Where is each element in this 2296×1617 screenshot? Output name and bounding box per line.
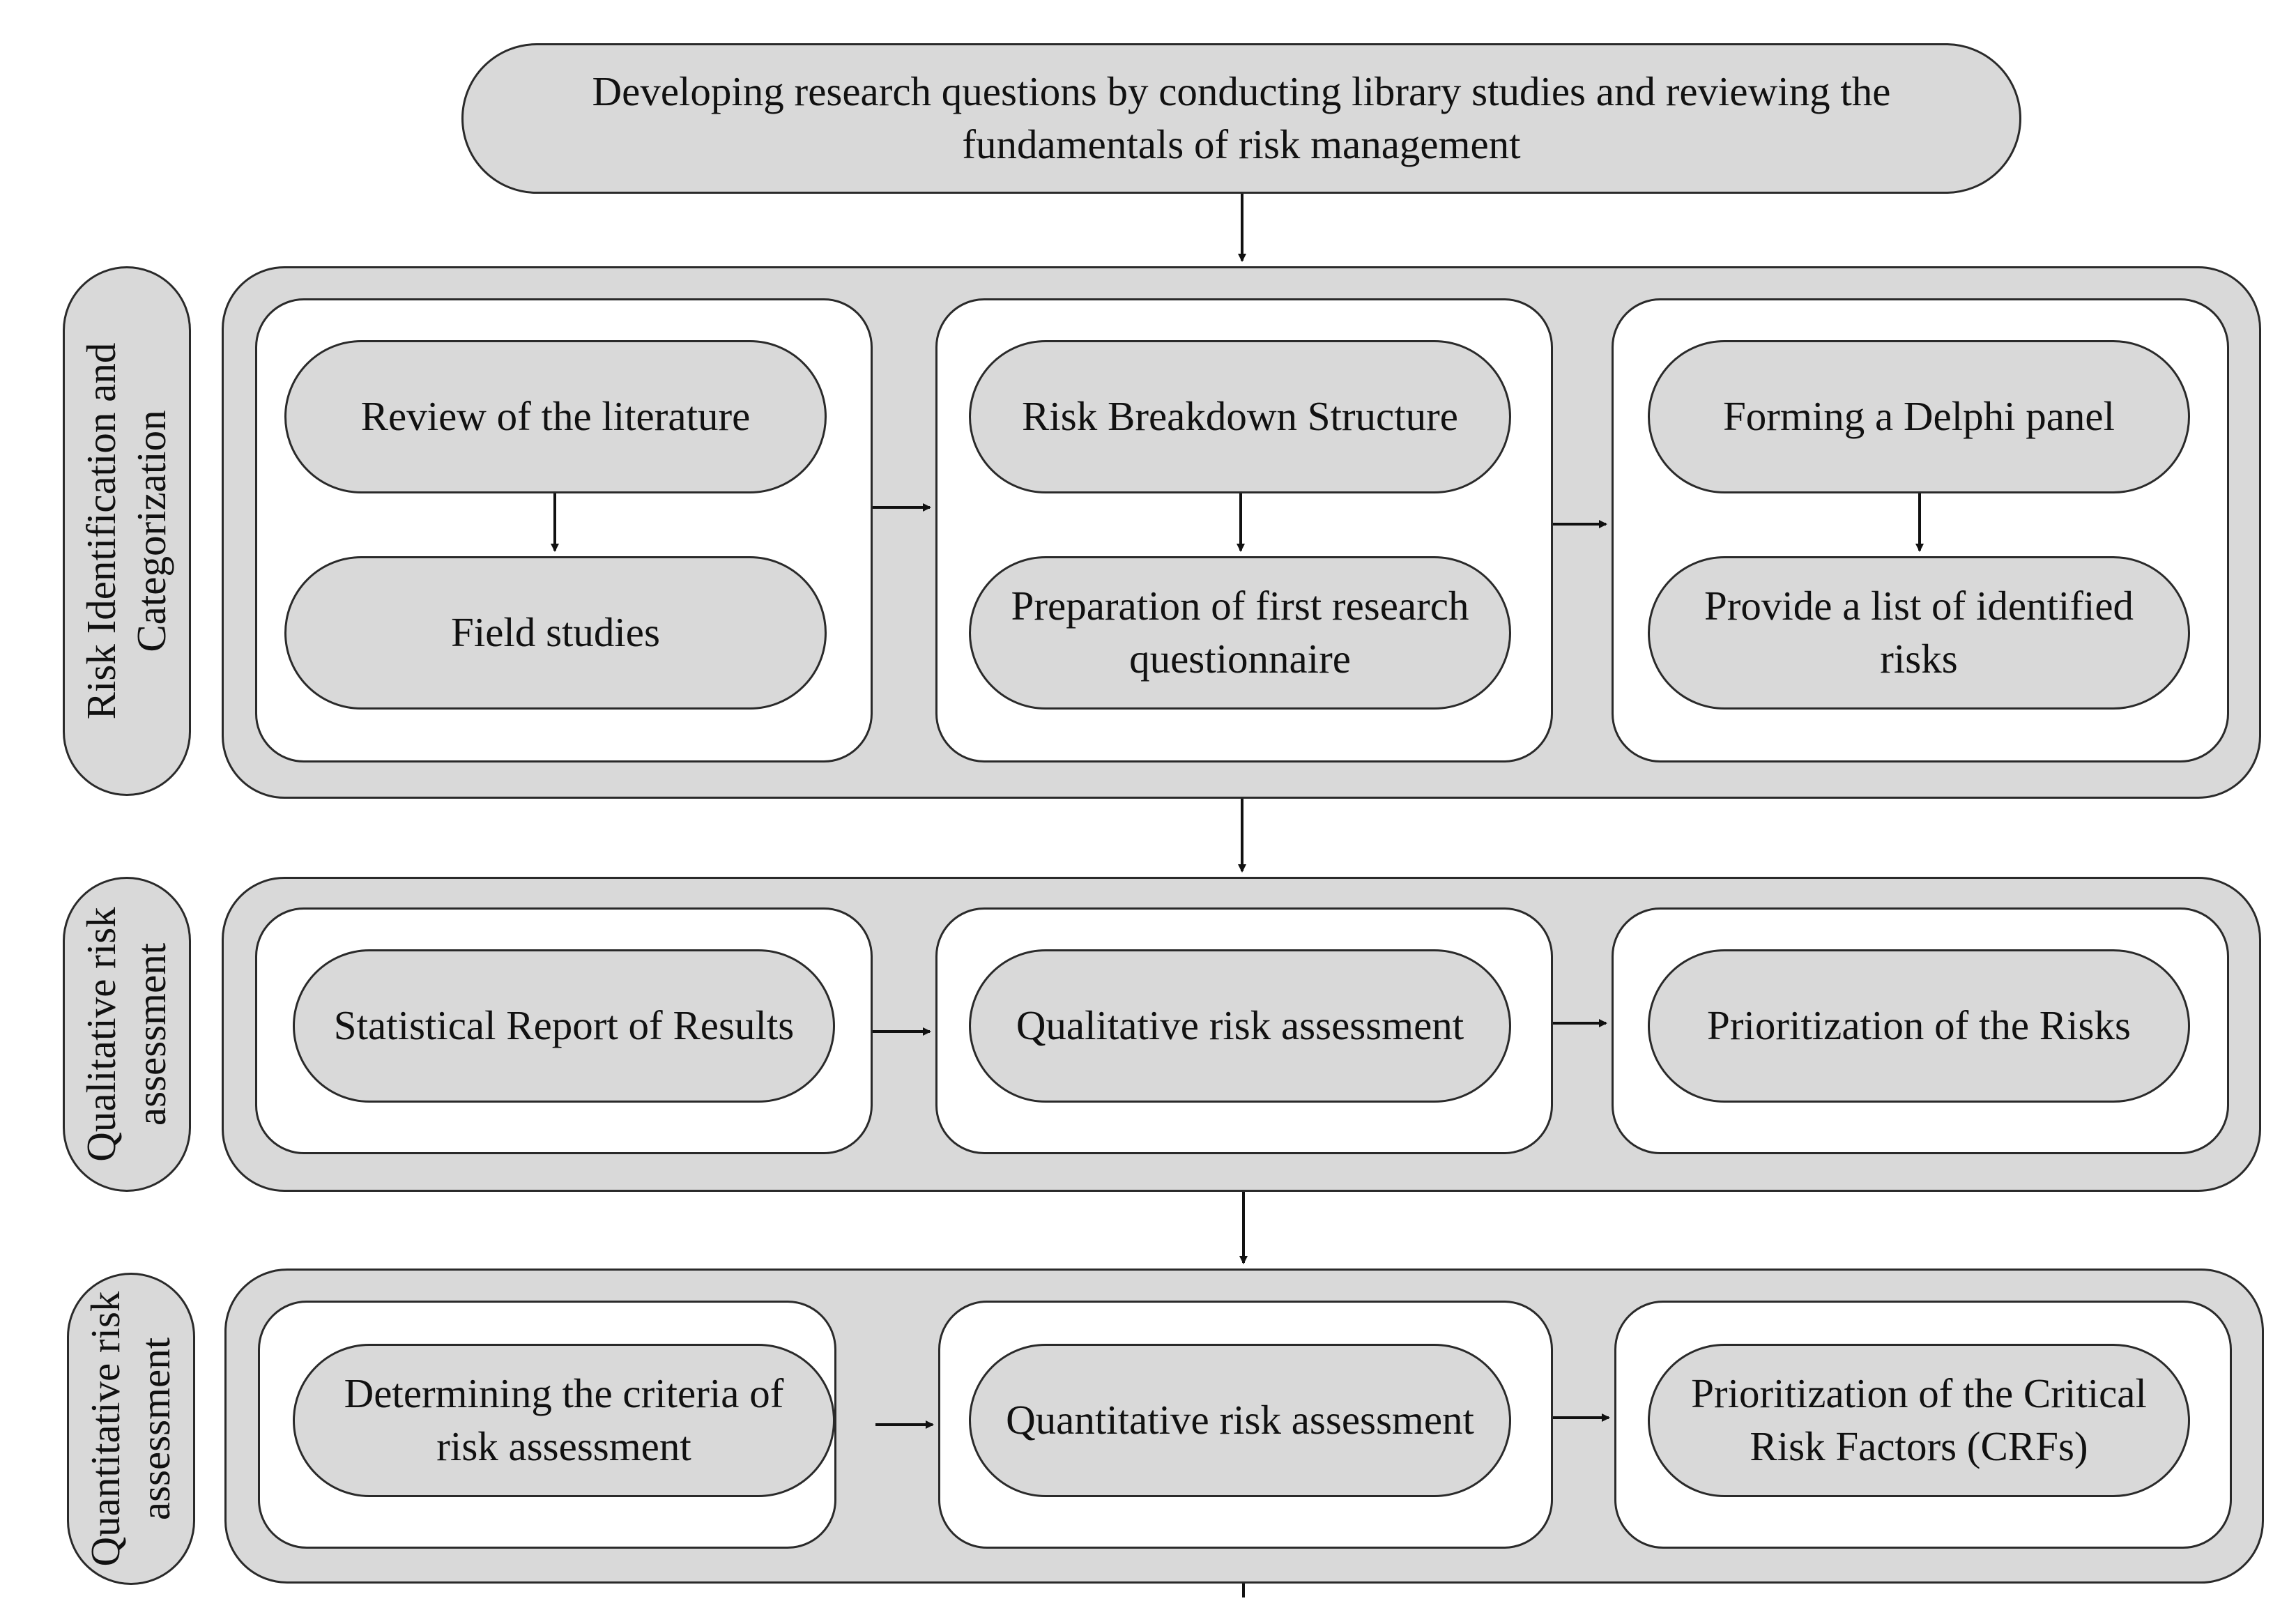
step-prioritization-crfs: Prioritization of the Critical Risk Fact… [1648,1344,2190,1497]
step-prioritization-risks: Prioritization of the Risks [1648,949,2190,1103]
stage-label-quantitative: Quantitative risk assessment [67,1273,195,1585]
stage-label-qualitative: Qualitative risk assessment [63,877,191,1192]
step-field-studies: Field studies [284,556,827,710]
title-box: Developing research questions by conduct… [461,43,2021,194]
step-identified-risks-list: Provide a list of identified risks [1648,556,2190,710]
stage-label-risk-identification: Risk Identification and Categorization [63,266,191,796]
step-first-questionnaire: Preparation of first research questionna… [969,556,1511,710]
step-statistical-report: Statistical Report of Results [293,949,835,1103]
step-review-literature: Review of the literature [284,340,827,493]
step-determining-criteria: Determining the criteria of risk assessm… [293,1344,835,1497]
step-risk-breakdown-structure: Risk Breakdown Structure [969,340,1511,493]
step-quantitative-assessment: Quantitative risk assessment [969,1344,1511,1497]
step-qualitative-assessment: Qualitative risk assessment [969,949,1511,1103]
step-delphi-panel: Forming a Delphi panel [1648,340,2190,493]
